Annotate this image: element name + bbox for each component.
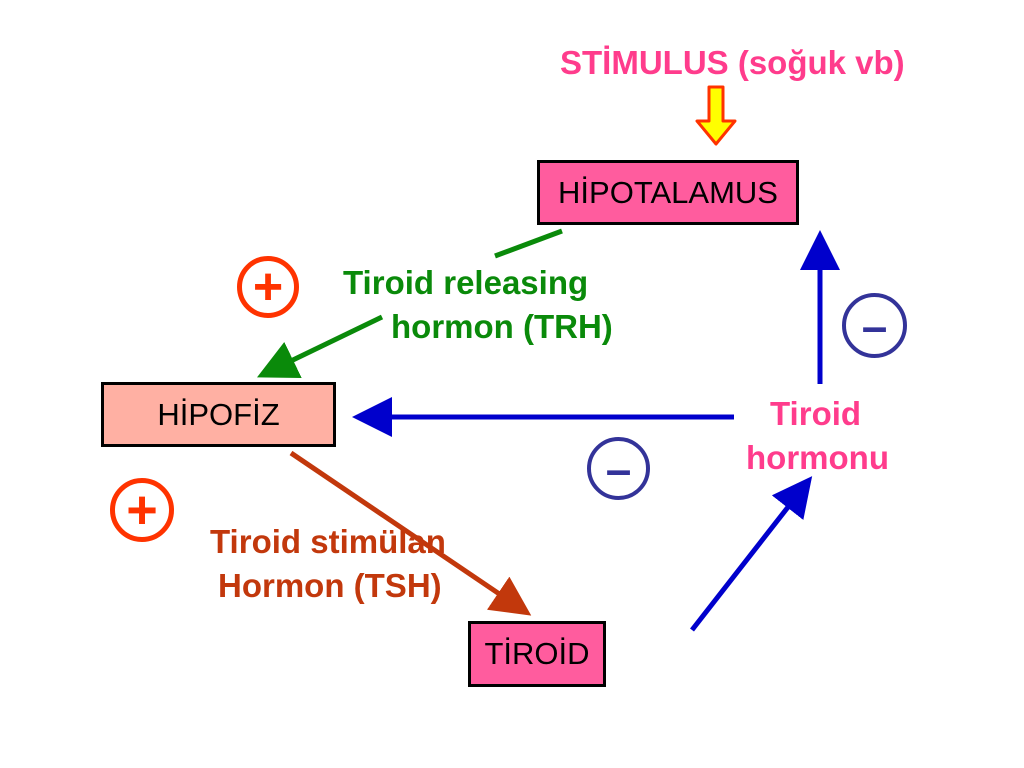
thyroid-hormone-label-line2: hormonu: [746, 439, 889, 476]
hypothalamus-box: HİPOTALAMUS: [537, 160, 799, 225]
thyroid-hormone-arrow: [690, 476, 813, 632]
plus-sign-bottom: +: [110, 478, 174, 542]
tsh-label-line2: Hormon (TSH): [218, 567, 442, 604]
trh-arrow-upper: [494, 228, 563, 259]
thyroid-box: TİROİD: [468, 621, 606, 687]
trh-arrow-lower: [256, 314, 384, 378]
trh-label-line1: Tiroid releasing: [343, 264, 589, 301]
minus-sign-middle: –: [587, 437, 650, 500]
plus-sign-top: +: [237, 256, 299, 318]
stimulus-arrow: [695, 85, 737, 146]
tsh-arrow: [289, 450, 532, 616]
minus-sign-right: –: [842, 293, 907, 358]
pituitary-box: HİPOFİZ: [101, 382, 336, 447]
stimulus-label: STİMULUS (soğuk vb): [560, 44, 905, 81]
trh-label-line2: hormon (TRH): [391, 308, 613, 345]
tsh-label-line1: Tiroid stimülan: [210, 523, 446, 560]
thyroid-hormone-label-line1: Tiroid: [770, 395, 862, 432]
